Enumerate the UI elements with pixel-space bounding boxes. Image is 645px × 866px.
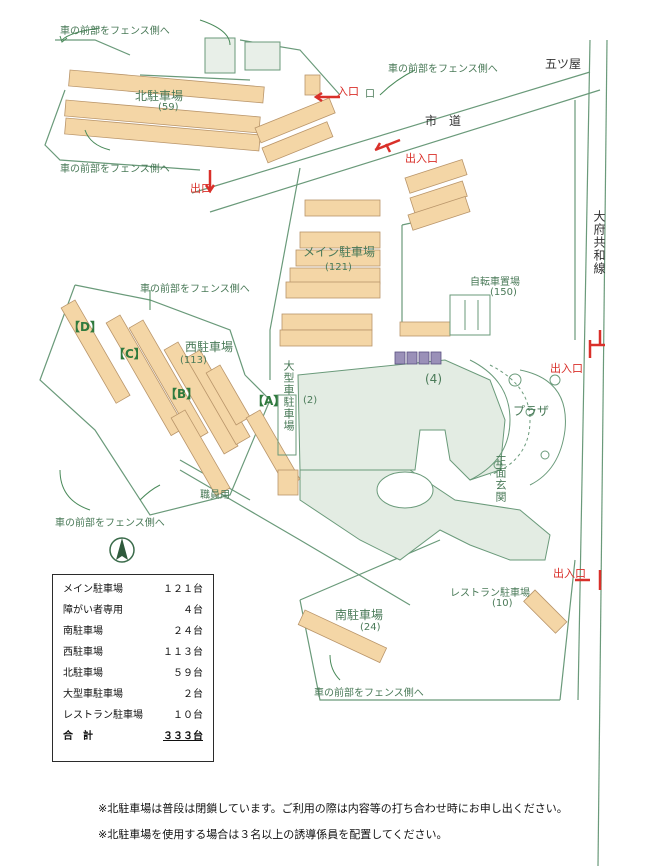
label-deiriguchi-top: 出入口 xyxy=(405,152,438,165)
label-ogata-count: (2) xyxy=(303,395,318,406)
plaza-trees xyxy=(493,373,561,470)
label-kita-count: (59) xyxy=(158,102,179,113)
summary-name: 北駐車場 xyxy=(63,668,103,679)
label-ogata-parking: 大型車駐車場 xyxy=(282,360,295,432)
entrance-arrows xyxy=(204,91,605,590)
main-building xyxy=(297,359,566,561)
summary-name: メイン駐車場 xyxy=(63,584,123,595)
label-main-parking: メイン駐車場 xyxy=(303,245,376,259)
label-shomen: 正面玄関 xyxy=(494,455,507,503)
label-nishi-count: (113) xyxy=(180,355,207,366)
label-restaurant-count: (10) xyxy=(492,598,513,609)
summary-row: 北駐車場 ５９台 xyxy=(53,661,213,682)
label-deguchi: 出口 xyxy=(190,182,212,195)
disabled-parking xyxy=(394,351,442,365)
label-iriguchi: 入口 xyxy=(337,85,359,98)
label-jitensha: 自転車置場 xyxy=(470,277,520,288)
summary-row: 西駐車場 １１３台 xyxy=(53,640,213,661)
label-zone-a: 【A】 xyxy=(252,394,286,408)
label-fence-west: 車の前部をフェンス側へ xyxy=(140,284,250,295)
label-fence-north: 車の前部をフェンス側へ xyxy=(388,64,498,75)
summary-value: ５９台 xyxy=(173,668,203,679)
summary-row: 大型車駐車場 ２台 xyxy=(53,682,213,703)
summary-name: 大型車駐車場 xyxy=(63,689,123,700)
label-shokuin: 職員用 xyxy=(200,490,230,501)
summary-name: 西駐車場 xyxy=(63,647,103,658)
label-main-count: (121) xyxy=(325,262,352,273)
label-obu-road: 大府共和線 xyxy=(592,210,606,275)
label-restaurant-parking: レストラン駐車場 xyxy=(450,588,530,599)
label-plaza: プラザ xyxy=(513,404,550,418)
label-minami-parking: 南駐車場 xyxy=(335,608,384,622)
bicycle-area xyxy=(449,294,491,336)
summary-value: ２台 xyxy=(183,689,203,700)
label-kita-parking: 北駐車場 xyxy=(135,89,184,103)
summary-total-row: 合 計 ３３３台 xyxy=(53,724,213,745)
label-fence-nw: 車の前部をフェンス側へ xyxy=(60,26,170,37)
note-1: ※北駐車場は普段は閉鎖しています。ご利用の際は内容等の打ち合わせ時にお申し出くだ… xyxy=(98,802,568,815)
summary-row: 南駐車場 ２４台 xyxy=(53,619,213,640)
label-deiriguchi-right: 出入口 xyxy=(550,362,583,375)
summary-row: レストラン駐車場 １０台 xyxy=(53,703,213,724)
label-disabled-count: (4) xyxy=(425,372,442,386)
parking-stalls xyxy=(60,69,568,664)
label-deiriguchi-bottom: 出入口 xyxy=(553,567,586,580)
summary-total-value: ３３３台 xyxy=(163,731,203,742)
summary-value: １０台 xyxy=(173,710,203,721)
large-vehicle-area xyxy=(277,394,297,456)
label-fence-w: 車の前部をフェンス側へ xyxy=(60,164,170,175)
summary-row: 障がい者専用 ４台 xyxy=(53,598,213,619)
label-shido: 市 道 xyxy=(425,114,462,128)
label-fence-south: 車の前部をフェンス側へ xyxy=(314,688,424,699)
note-2: ※北駐車場を使用する場合は３名以上の誘導係員を配置してください。 xyxy=(98,828,448,841)
north-arrow-icon xyxy=(109,537,135,563)
label-gotsuya: 五ツ屋 xyxy=(545,57,582,71)
summary-row: メイン駐車場 １２１台 xyxy=(53,577,213,598)
label-guchi: 口 xyxy=(365,89,375,100)
label-nishi-parking: 西駐車場 xyxy=(185,340,234,354)
fence-arrows xyxy=(59,19,416,681)
summary-value: ４台 xyxy=(183,605,203,616)
summary-name: 障がい者専用 xyxy=(63,605,123,616)
summary-total-name: 合 計 xyxy=(63,731,93,742)
summary-value: １１３台 xyxy=(163,647,203,658)
summary-value: ２４台 xyxy=(173,626,203,637)
parking-summary-table: メイン駐車場 １２１台 障がい者専用 ４台 南駐車場 ２４台 西駐車場 １１３台… xyxy=(52,574,214,762)
label-zone-d: 【D】 xyxy=(68,320,102,334)
roads xyxy=(39,39,608,866)
summary-name: レストラン駐車場 xyxy=(63,710,143,721)
north-buildings xyxy=(204,37,281,74)
summary-value: １２１台 xyxy=(163,584,203,595)
label-jitensha-count: (150) xyxy=(490,287,517,298)
summary-name: 南駐車場 xyxy=(63,626,103,637)
label-zone-b: 【B】 xyxy=(165,387,199,401)
label-fence-sw: 車の前部をフェンス側へ xyxy=(55,518,165,529)
label-minami-count: (24) xyxy=(360,622,381,633)
label-zone-c: 【C】 xyxy=(113,347,146,361)
